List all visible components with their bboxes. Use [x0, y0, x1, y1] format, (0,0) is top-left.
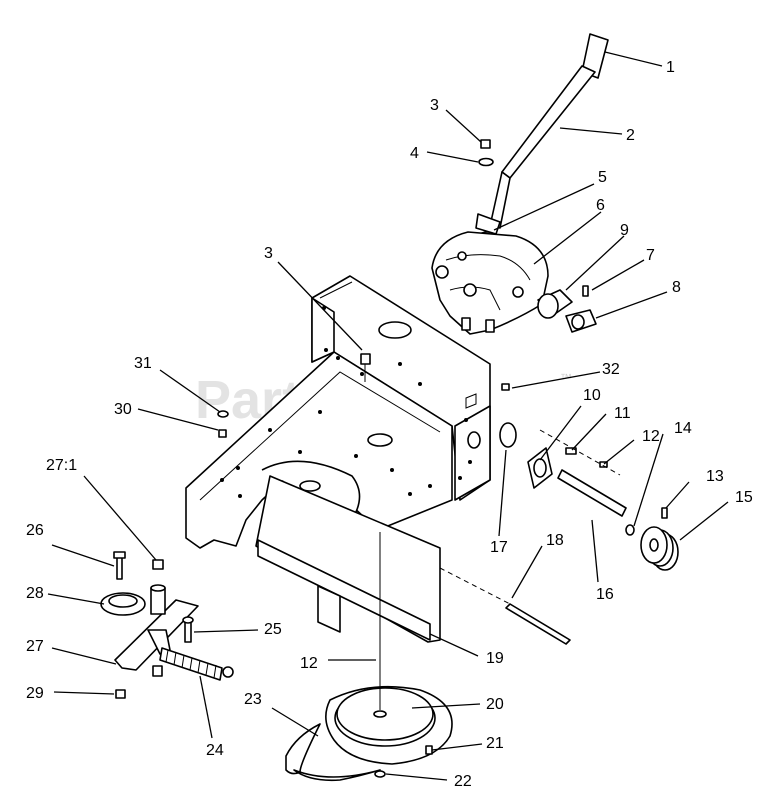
callout-4: 4: [410, 145, 419, 162]
callout-30: 30: [114, 401, 132, 418]
callout-18: 18: [546, 532, 564, 549]
shift-lever: [475, 33, 609, 235]
callout-3-lever: 3: [430, 97, 439, 114]
callout-20: 20: [486, 696, 504, 713]
callout-17: 17: [490, 539, 508, 556]
callout-22: 22: [454, 773, 472, 790]
callout-32: 32: [602, 361, 620, 378]
callout-13: 13: [706, 468, 724, 485]
callout-24: 24: [206, 742, 224, 759]
small-fasteners: [217, 383, 510, 438]
transmission: [431, 231, 549, 335]
callout-12-pulley: 12: [300, 655, 318, 672]
callout-1: 1: [666, 59, 675, 76]
callout-8: 8: [672, 279, 681, 296]
frame: [185, 275, 491, 549]
callout-27: 27: [26, 638, 44, 655]
frame-bolt: [360, 353, 371, 382]
callout-23: 23: [244, 691, 262, 708]
callout-15: 15: [735, 489, 753, 506]
callout-7: 7: [646, 247, 655, 264]
callout-5: 5: [598, 169, 607, 186]
idler-assembly: [100, 551, 234, 699]
cable: [439, 567, 571, 645]
callout-2: 2: [626, 127, 635, 144]
frame-holes: [220, 306, 472, 498]
callout-9: 9: [620, 222, 629, 239]
callout-16: 16: [596, 586, 614, 603]
callout-12-shaft: 12: [642, 428, 660, 445]
callout-25: 25: [264, 621, 282, 638]
callout-27-1: 27:1: [46, 457, 77, 474]
lever-grip: [581, 33, 609, 79]
callout-labels: 1 2 3 4 5 6 7 8 9 10 11 12 12 13 14 15 1…: [26, 59, 753, 790]
callout-14: 14: [674, 420, 692, 437]
callout-21: 21: [486, 735, 504, 752]
callout-10: 10: [583, 387, 601, 404]
callout-26: 26: [26, 522, 44, 539]
callout-28: 28: [26, 585, 44, 602]
callout-31: 31: [134, 355, 152, 372]
callout-29: 29: [26, 685, 44, 702]
shield-plate: [255, 475, 441, 643]
coupling: [537, 285, 597, 333]
pulley-and-belt: [285, 532, 453, 782]
lever-arm: [501, 65, 596, 179]
leader-lines: [47, 51, 729, 781]
shaft-assembly: [499, 422, 679, 571]
callout-19: 19: [486, 650, 504, 667]
callout-11: 11: [614, 405, 631, 422]
callout-6: 6: [596, 197, 605, 214]
callout-3-frame: 3: [264, 245, 273, 262]
